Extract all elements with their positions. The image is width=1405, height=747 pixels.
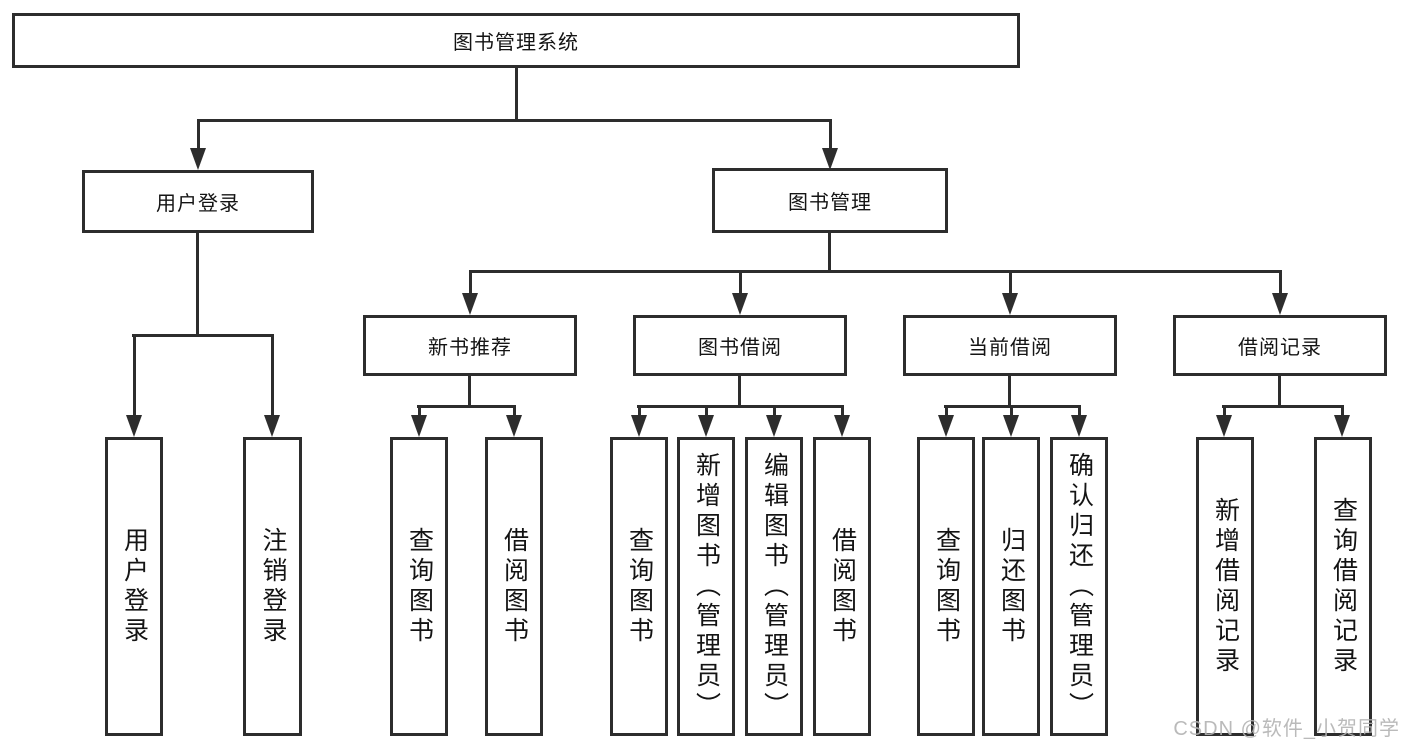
leaf-borrow-edit-books-admin: 编辑图书（管理员） [745, 437, 803, 736]
connector-line [196, 232, 199, 336]
connector-line [132, 334, 274, 337]
connector-arrow [462, 270, 478, 315]
connector-arrow [126, 334, 142, 437]
node-new-book-recommend: 新书推荐 [363, 315, 577, 376]
leaf-current-query-books: 查询图书 [917, 437, 975, 736]
connector-line [515, 68, 518, 119]
leaf-new-book-query-books: 查询图书 [390, 437, 448, 736]
node-current-borrow: 当前借阅 [903, 315, 1117, 376]
connector-arrow [1071, 405, 1087, 437]
leaf-current-return-books: 归还图书 [982, 437, 1040, 736]
connector-arrow [631, 405, 647, 437]
connector-arrow [1334, 405, 1350, 437]
connector-line [828, 233, 831, 272]
leaf-borrow-add-books-admin: 新增图书（管理员） [677, 437, 735, 736]
node-book-mgmt: 图书管理 [712, 168, 948, 233]
node-borrow-records: 借阅记录 [1173, 315, 1387, 376]
connector-arrow [1216, 405, 1232, 437]
connector-line [1278, 376, 1281, 407]
connector-line [469, 270, 1282, 273]
connector-line [1222, 405, 1344, 408]
connector-arrow [822, 119, 838, 170]
watermark: CSDN @软件_小贺同学 [1173, 718, 1400, 740]
leaf-label: 借阅图书 [500, 526, 529, 647]
leaf-records-add-record: 新增借阅记录 [1196, 437, 1254, 736]
leaf-label: 用户登录 [120, 526, 149, 647]
connector-arrow [766, 405, 782, 437]
leaf-user-login: 用户登录 [105, 437, 163, 736]
node-book-borrow: 图书借阅 [633, 315, 847, 376]
leaf-records-query-record: 查询借阅记录 [1314, 437, 1372, 736]
connector-arrow [506, 405, 522, 437]
leaf-label: 编辑图书（管理员） [760, 451, 789, 722]
connector-arrow [190, 119, 206, 170]
leaf-current-confirm-return-admin: 确认归还（管理员） [1050, 437, 1108, 736]
leaf-label: 确认归还（管理员） [1065, 451, 1094, 722]
connector-arrow [732, 270, 748, 315]
connector-arrow [1002, 270, 1018, 315]
connector-line [197, 119, 831, 122]
leaf-new-book-borrow-books: 借阅图书 [485, 437, 543, 736]
connector-arrow [1272, 270, 1288, 315]
connector-arrow [938, 405, 954, 437]
leaf-borrow-borrow-books: 借阅图书 [813, 437, 871, 736]
node-root: 图书管理系统 [12, 13, 1020, 68]
leaf-label: 查询图书 [625, 526, 654, 647]
connector-line [738, 376, 741, 407]
connector-line [944, 405, 1081, 408]
connector-line [468, 376, 471, 407]
leaf-label: 查询图书 [405, 526, 434, 647]
leaf-label: 新增图书（管理员） [692, 451, 721, 722]
leaf-label: 查询图书 [932, 526, 961, 647]
connector-line [637, 405, 844, 408]
leaf-label: 新增借阅记录 [1211, 496, 1240, 677]
leaf-label: 注销登录 [259, 526, 287, 647]
connector-line [1008, 376, 1011, 407]
leaf-label: 归还图书 [997, 526, 1026, 647]
connector-arrow [264, 334, 280, 437]
connector-arrow [411, 405, 427, 437]
connector-arrow [834, 405, 850, 437]
connector-line [417, 405, 516, 408]
leaf-logout: 注销登录 [243, 437, 302, 736]
leaf-label: 查询借阅记录 [1329, 496, 1358, 677]
node-user-login: 用户登录 [82, 170, 314, 233]
leaf-borrow-query-books: 查询图书 [610, 437, 668, 736]
connector-arrow [698, 405, 714, 437]
connector-arrow [1003, 405, 1019, 437]
leaf-label: 借阅图书 [828, 526, 857, 647]
